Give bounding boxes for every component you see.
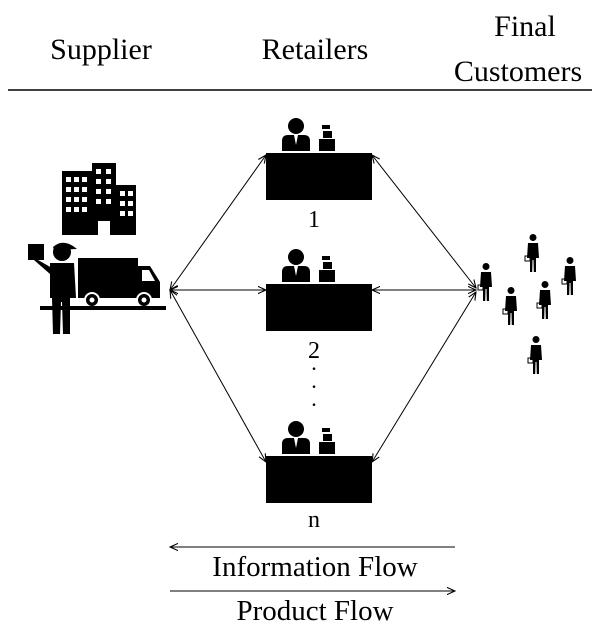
ground-line: [40, 306, 166, 310]
header-supplier: Supplier: [50, 33, 152, 66]
delivery-truck-icon: [78, 258, 160, 308]
retailer-label-n: n: [308, 507, 320, 533]
information-flow-label: Information Flow: [212, 551, 418, 583]
arrow-retailer-1-customers: [372, 155, 476, 288]
customer-icon-5: [502, 286, 518, 326]
arrow-supplier-retailer-n: [170, 290, 266, 462]
customer-icon-2: [477, 262, 493, 302]
customer-icon-1: [524, 233, 540, 273]
arrow-supplier-retailer-1: [170, 155, 266, 290]
retailer-n-icon: [266, 421, 372, 503]
retailer-2-icon: [266, 249, 372, 331]
product-flow-label: Product Flow: [236, 595, 394, 627]
retailer-label-2: 2: [308, 338, 320, 364]
header-final-line1: Final: [494, 10, 556, 43]
customer-icon-4: [536, 280, 552, 320]
delivery-person-icon: [28, 242, 77, 334]
building-icon: [62, 163, 136, 235]
arrow-retailer-n-customers: [372, 292, 476, 462]
supplier-retailer-arrows: [170, 155, 266, 462]
retailer-label-ellipsis: . . .: [311, 350, 317, 411]
retailer-label-1: 1: [308, 207, 320, 233]
header-retailers: Retailers: [261, 33, 369, 66]
retailer-1-icon: [266, 118, 372, 200]
customer-icon-6: [527, 335, 543, 375]
customer-icon-3: [561, 256, 577, 296]
header-final-line2: Customers: [453, 55, 583, 88]
retailer-customer-arrows: [372, 155, 476, 462]
